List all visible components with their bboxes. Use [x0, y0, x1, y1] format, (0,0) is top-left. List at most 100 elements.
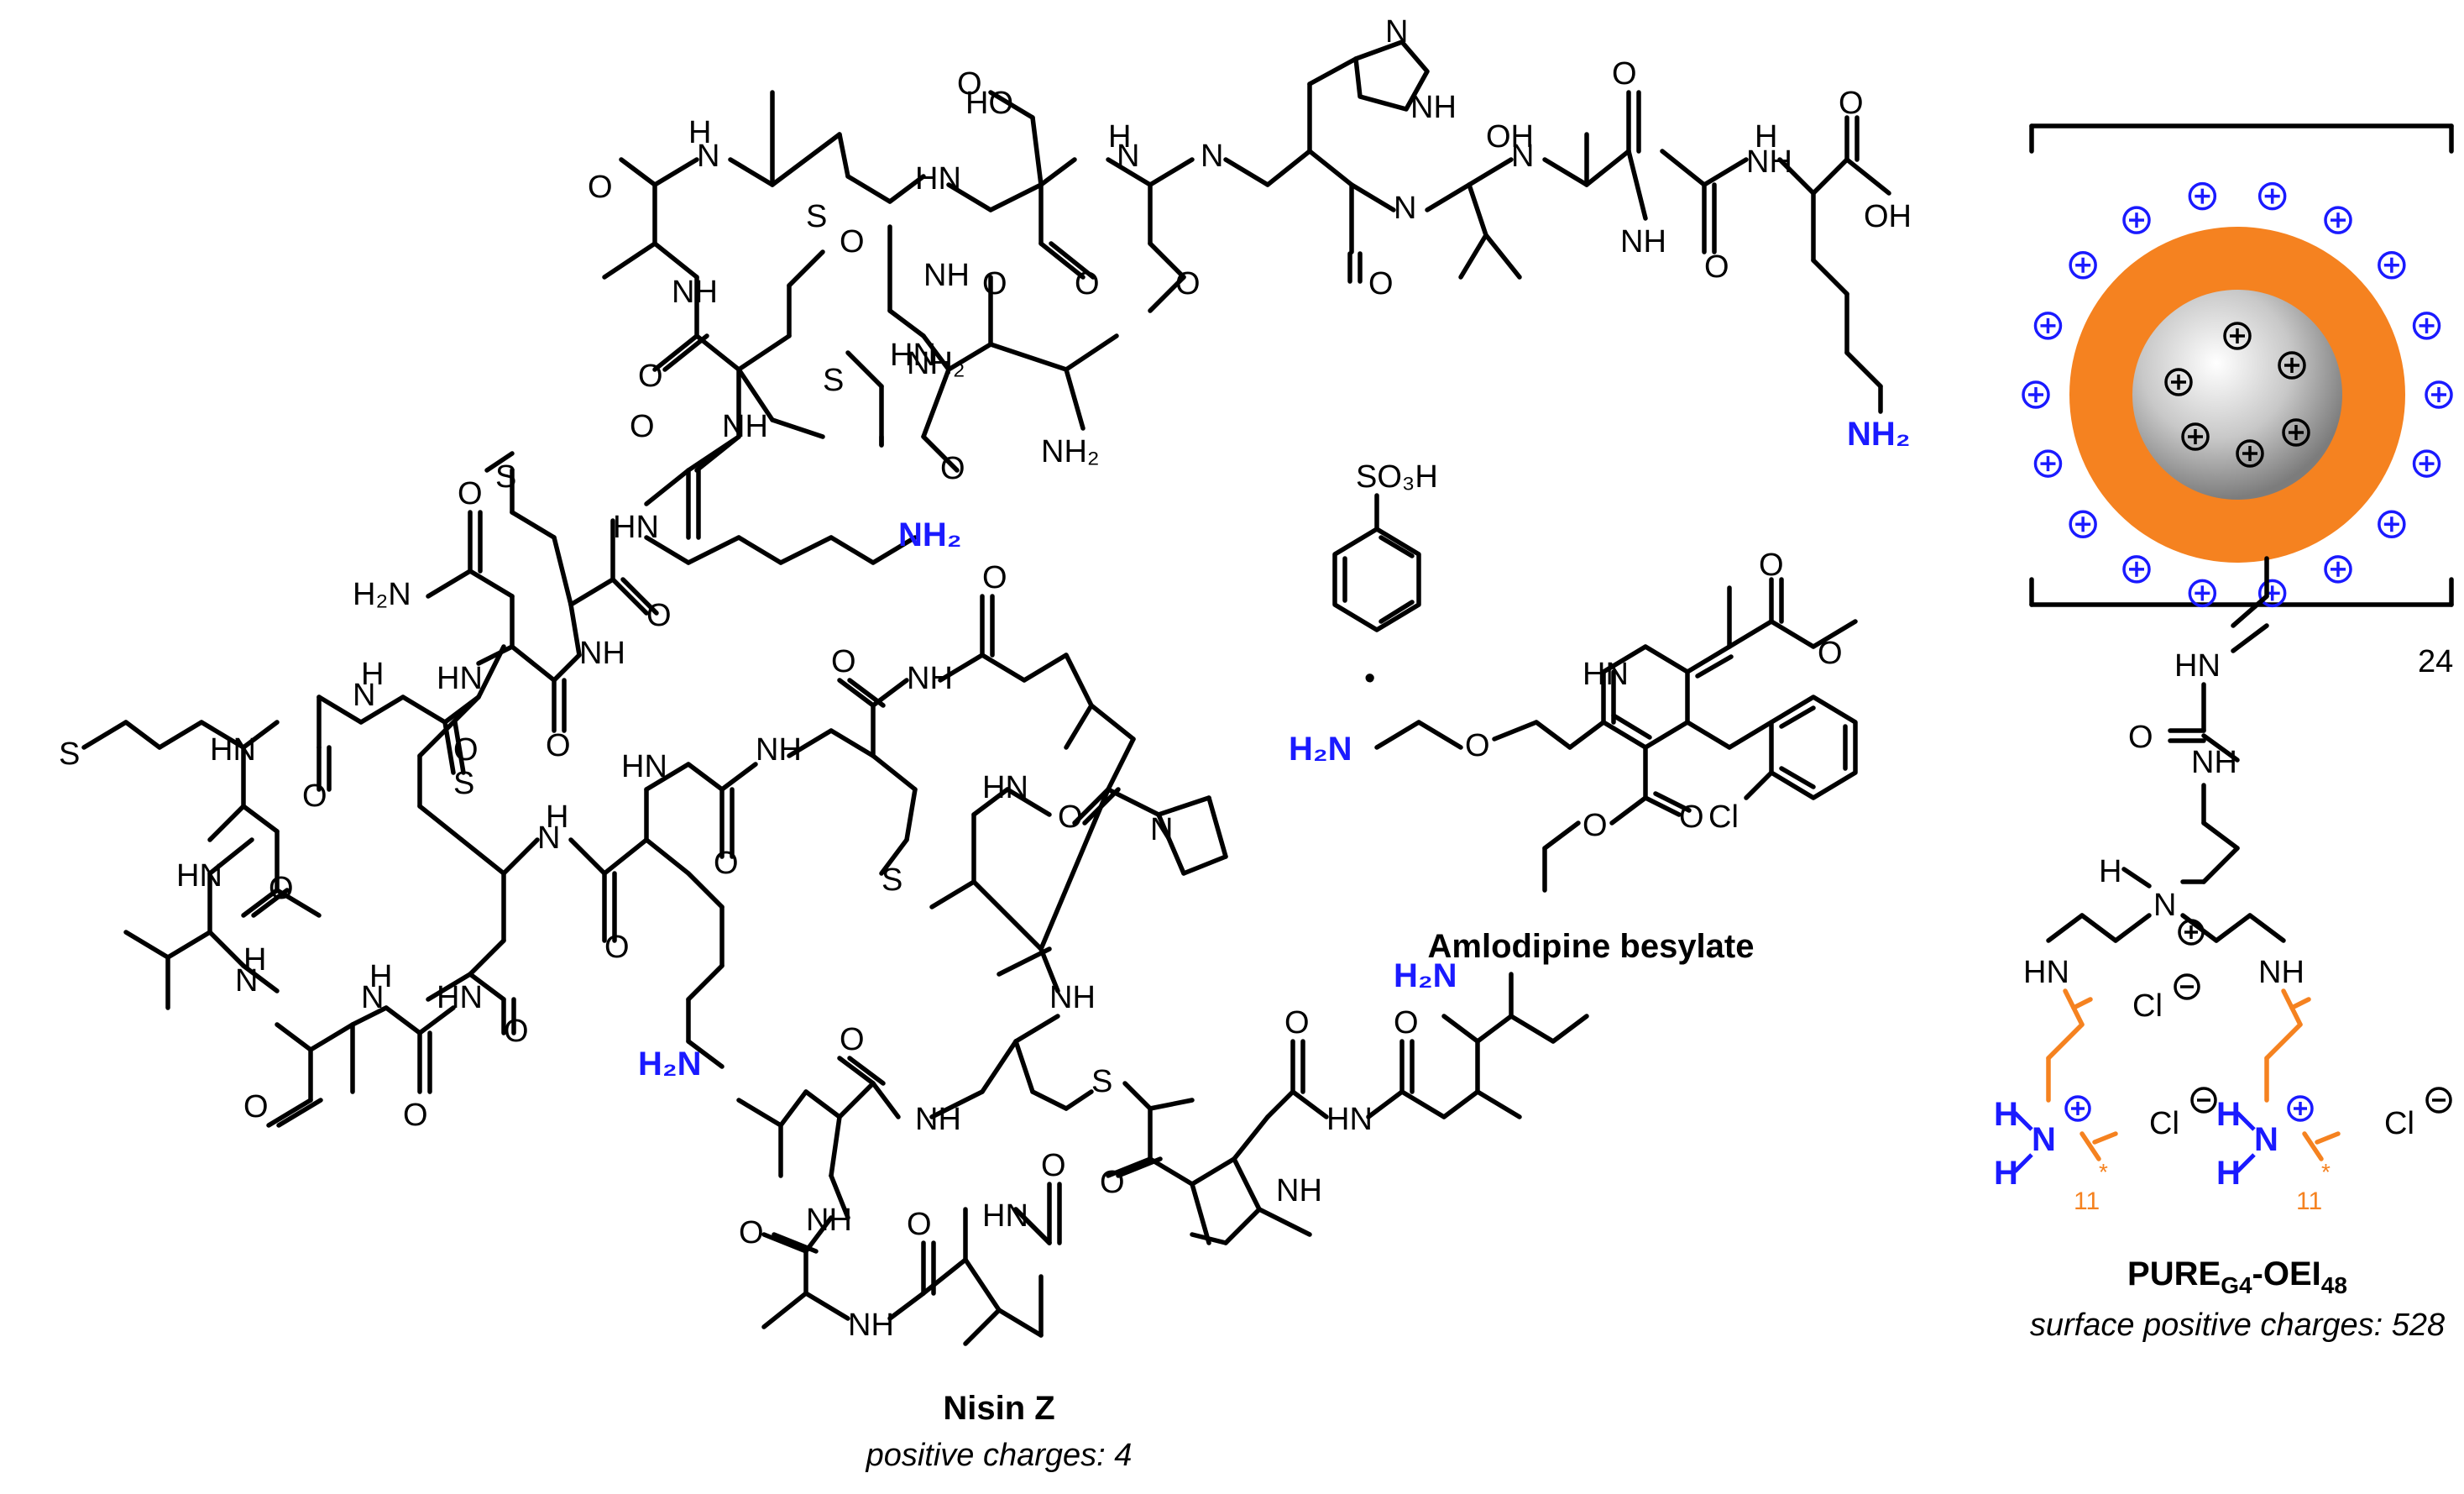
left-h-2: H — [1994, 1155, 2018, 1192]
gly-n-low: N — [361, 980, 384, 1015]
pure-name-sub1: G4 — [2221, 1272, 2252, 1298]
ala-o-low: O — [243, 1089, 269, 1124]
met-hn: HN — [613, 510, 659, 545]
dha-o-2: O — [453, 732, 479, 768]
dhb-o: O — [1100, 1165, 1125, 1200]
asn-h2n: H₂N — [353, 577, 411, 612]
left-repeat: 11 — [2074, 1187, 2100, 1215]
surface-plus-icon — [2324, 555, 2352, 584]
lan-s-low: S — [881, 862, 902, 898]
surface-plus-icon — [2257, 181, 2287, 211]
pro-n: N — [1150, 812, 1173, 847]
abu-o: O — [840, 224, 865, 259]
core-plus-icon — [2164, 368, 2193, 396]
pro-o: O — [1058, 799, 1083, 835]
lan-nh-ring: NH — [915, 1102, 961, 1137]
lys-nh-up: NH — [722, 409, 768, 444]
ohm-top: OH — [1486, 119, 1534, 155]
asn-nh2-b: NH₂ — [1041, 434, 1100, 469]
ile-o: O — [1175, 266, 1201, 301]
dha-o-top: O — [1612, 56, 1637, 92]
chloro-label: Cl — [1708, 799, 1739, 835]
cys-o-low: O — [940, 451, 965, 486]
ala-h-low: H — [243, 942, 266, 978]
pure-name-mid: -OEI — [2252, 1255, 2321, 1292]
surface-plus-icon — [2122, 555, 2151, 584]
ala-o-top: O — [588, 170, 613, 205]
leu-hn-2: HN — [176, 858, 222, 894]
surface-plus-icon — [2378, 510, 2406, 539]
core-plus-icon — [2236, 439, 2264, 468]
chloride-2: Cl — [2149, 1106, 2179, 1141]
amlodipine-structure: SO₃H • H₂N — [1289, 459, 1858, 965]
pure-name-main: PURE — [2127, 1255, 2221, 1292]
dhp-hn: HN — [1583, 657, 1629, 692]
lys-nh-top: NH — [1746, 144, 1792, 180]
abu-o-left: O — [638, 359, 663, 394]
right-n: N — [2254, 1121, 2278, 1158]
dha-o: O — [1704, 249, 1729, 285]
surface-plus-icon — [2033, 449, 2063, 478]
asn-o-mid: O — [982, 266, 1007, 301]
cys-o-top: O — [957, 66, 982, 102]
lys-hn-low: HN — [621, 749, 667, 784]
asn-nh: NH — [579, 636, 625, 671]
surface-plus-icon — [2033, 312, 2063, 340]
right-h-2: H — [2216, 1155, 2241, 1192]
nisin-bonds — [81, 39, 1891, 1346]
left-star: * — [2099, 1159, 2108, 1185]
right-arm-nh: NH — [2258, 955, 2304, 990]
gly-o-2: O — [504, 1014, 529, 1049]
imidazole-n: N — [1385, 14, 1408, 50]
core-positive-charges — [2164, 322, 2310, 468]
ala-o-ring: O — [840, 1022, 865, 1057]
repeat-count: 24 — [2418, 644, 2453, 679]
chloride-1: Cl — [2132, 988, 2163, 1024]
ile-o-b: O — [1041, 1148, 1066, 1183]
surface-positive-charges — [2022, 181, 2453, 608]
nisin-name: Nisin Z — [943, 1390, 1054, 1427]
surface-plus-icon — [2022, 380, 2050, 409]
cys-nh-low: NH — [756, 732, 802, 768]
nisin-z-structure: N NH HO OH OH O N N N O O NH O NH H NH₂ … — [59, 14, 1912, 1473]
ammonium-h: H — [2099, 854, 2121, 889]
ester-o-top: O — [1759, 548, 1784, 583]
right-repeat: 11 — [2296, 1187, 2322, 1215]
met-s-up: S — [495, 459, 516, 495]
ammonium-n: N — [2153, 888, 2176, 923]
chloride-minus-signs — [2174, 973, 2452, 1114]
pure-name: PUREG4-OEI48 — [2127, 1255, 2347, 1298]
ile-o-top: O — [1284, 1005, 1310, 1041]
ile-hn: HN — [1326, 1102, 1373, 1137]
lys-o-up: O — [630, 409, 655, 444]
amlodipine-name: Amlodipine besylate — [1428, 928, 1755, 965]
dha-nh-b: NH — [848, 1308, 894, 1343]
dhb-nh: NH — [1276, 1173, 1322, 1208]
surface-plus-icon — [2425, 380, 2453, 409]
his-n: N — [1201, 139, 1223, 174]
cys-o-low2: O — [831, 644, 856, 679]
lan-s-top: S — [806, 199, 827, 234]
dha-o-b: O — [907, 1207, 932, 1242]
abu-nh: NH — [672, 275, 718, 310]
gly-o: O — [302, 778, 327, 814]
lan-s-2: S — [823, 363, 844, 398]
leu-hn: HN — [210, 732, 256, 768]
lan-s-3: S — [453, 766, 474, 801]
cys-hn-mid: HN — [890, 338, 936, 373]
val-n: N — [1511, 139, 1534, 174]
sulfonic-acid-label: SO₃H — [1356, 459, 1438, 495]
leu-o-b: O — [739, 1215, 764, 1250]
n-amide: N — [1394, 191, 1416, 226]
ala-n-top: N — [697, 139, 719, 174]
ser-n: N — [1117, 139, 1139, 174]
asn-o-up: O — [458, 476, 483, 511]
gly-h: H — [361, 657, 384, 692]
lys-nh2-top: NH₂ — [1847, 416, 1911, 453]
hn-low: HN — [437, 980, 483, 1015]
surface-plus-icon — [2069, 250, 2097, 280]
core-plus-icon — [2278, 351, 2306, 380]
core-plus-icon — [2181, 422, 2210, 451]
ether-o: O — [1465, 728, 1490, 763]
